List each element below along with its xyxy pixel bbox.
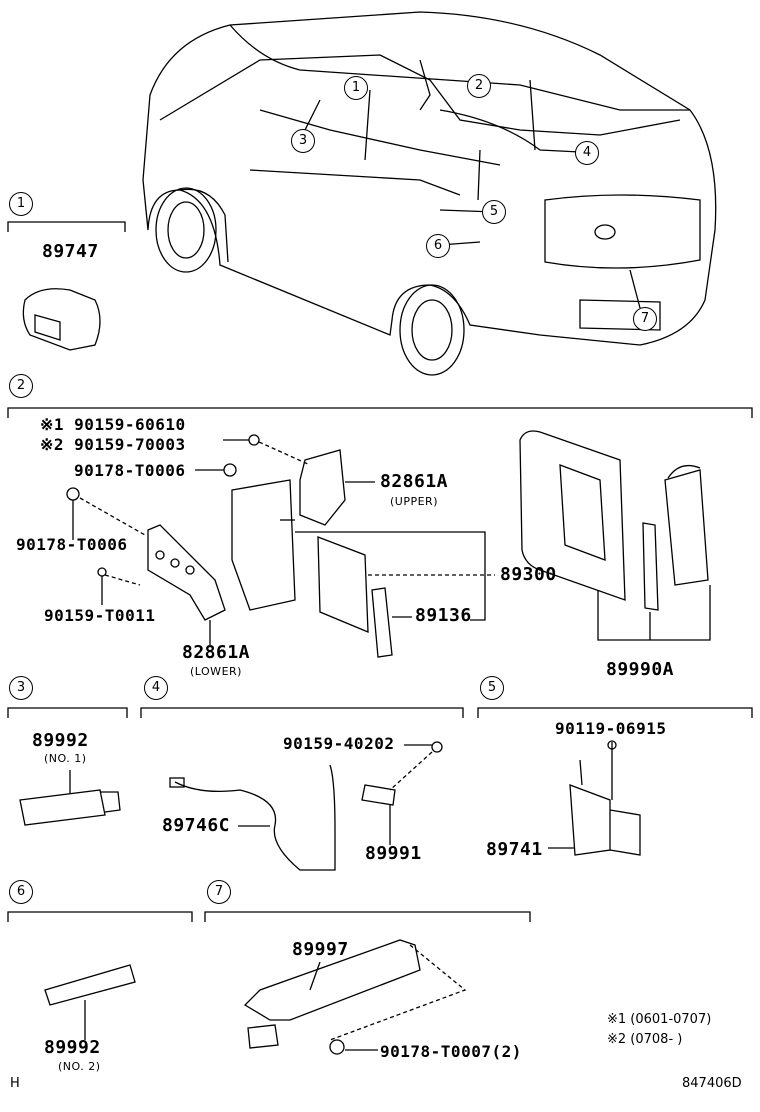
part-bolt-note2[interactable]: ※2 90159-70003 bbox=[40, 435, 186, 454]
callout-2[interactable]: 2 bbox=[467, 74, 491, 98]
part-antenna[interactable]: 89991 bbox=[365, 843, 422, 864]
section-7-number: 7 bbox=[207, 880, 231, 904]
part-89992-no2[interactable]: 89992 bbox=[44, 1037, 101, 1058]
callout-6[interactable]: 6 bbox=[426, 234, 450, 258]
bracket-lower-note: (LOWER) bbox=[190, 665, 242, 678]
part-bolt-note1[interactable]: ※1 90159-60610 bbox=[40, 415, 186, 434]
callout-3[interactable]: 3 bbox=[291, 129, 315, 153]
part-89992-no1-note: (NO. 1) bbox=[44, 752, 87, 765]
part-nut-left[interactable]: 90178-T0006 bbox=[16, 535, 128, 554]
part-89992-no1[interactable]: 89992 bbox=[32, 730, 89, 751]
part-89747[interactable]: 89747 bbox=[42, 241, 99, 262]
section-1-number: 1 bbox=[9, 192, 33, 216]
part-bolt-40202[interactable]: 90159-40202 bbox=[283, 734, 395, 753]
footer-drawing-id: 847406D bbox=[682, 1076, 742, 1091]
part-bracket-lower[interactable]: 82861A bbox=[182, 642, 251, 663]
part-bracket-upper[interactable]: 82861A bbox=[380, 471, 449, 492]
part-89992-no2-note: (NO. 2) bbox=[58, 1060, 101, 1073]
part-nut-t0007[interactable]: 90178-T0007(2) bbox=[380, 1042, 522, 1061]
callout-1[interactable]: 1 bbox=[344, 76, 368, 100]
part-ecu[interactable]: 89300 bbox=[500, 564, 557, 585]
part-harness[interactable]: 89746C bbox=[162, 815, 231, 836]
part-89997[interactable]: 89997 bbox=[292, 939, 349, 960]
section-5-number: 5 bbox=[480, 676, 504, 700]
footnote-1: ※1 (0601-0707) bbox=[607, 1012, 712, 1027]
part-bolt-06915[interactable]: 90119-06915 bbox=[555, 719, 667, 738]
callout-4[interactable]: 4 bbox=[575, 141, 599, 165]
part-card[interactable]: 89136 bbox=[415, 605, 472, 626]
footer-left: H bbox=[10, 1076, 20, 1091]
part-kit[interactable]: 89990A bbox=[606, 659, 675, 680]
bracket-upper-note: (UPPER) bbox=[390, 495, 438, 508]
section-4-number: 4 bbox=[144, 676, 168, 700]
part-89741[interactable]: 89741 bbox=[486, 839, 543, 860]
section-3-number: 3 bbox=[9, 676, 33, 700]
callout-7[interactable]: 7 bbox=[633, 307, 657, 331]
part-screw[interactable]: 90159-T0011 bbox=[44, 606, 156, 625]
callout-5[interactable]: 5 bbox=[482, 200, 506, 224]
vehicle-illustration bbox=[142, 11, 717, 376]
section-6-number: 6 bbox=[9, 880, 33, 904]
section-2-number: 2 bbox=[9, 374, 33, 398]
footnote-2: ※2 (0708- ) bbox=[607, 1032, 683, 1047]
part-nut-upper[interactable]: 90178-T0006 bbox=[74, 461, 186, 480]
